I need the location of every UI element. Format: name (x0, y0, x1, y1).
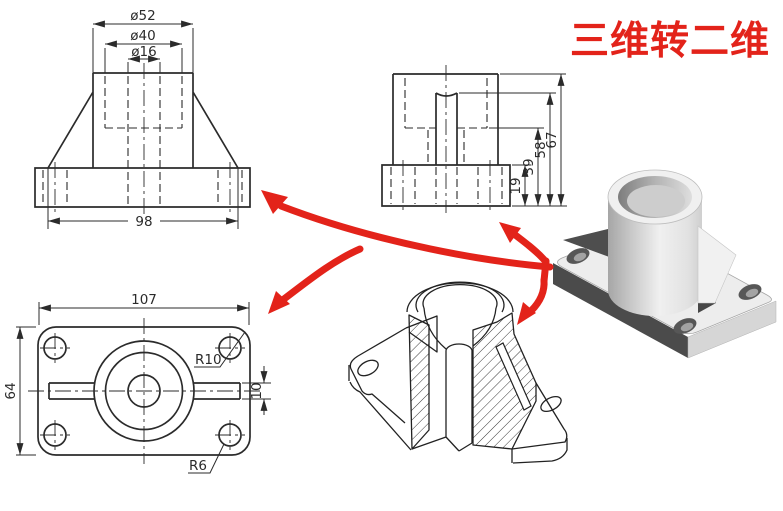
arrow-to-side-view-head (499, 222, 521, 243)
dim-text-98: 98 (135, 214, 152, 230)
dim-text-107: 107 (131, 292, 157, 308)
solid-isometric-view (553, 169, 777, 359)
cutaway-hole-right (540, 395, 562, 413)
arrow-to-front-view (277, 202, 554, 271)
solid-gusset-left-shadow (563, 228, 612, 258)
dim-text-r10: R10 (195, 352, 222, 368)
dim-text-dia16: ø16 (131, 44, 156, 60)
arrow-to-top-view-head (268, 291, 290, 314)
front-view: ø52 ø40 ø16 98 (34, 8, 251, 230)
cutaway-hole-left (357, 359, 379, 377)
arrow-to-side-view (506, 227, 550, 266)
dim-text-19: 19 (508, 177, 524, 194)
dim-text-10: 10 (249, 382, 265, 399)
solid-bore-floor (627, 185, 685, 217)
cutaway-gusset-edge (495, 342, 532, 411)
arrow-to-front-view-head (261, 190, 288, 214)
solid-plate-front-right-face (687, 300, 777, 359)
solid-bolt-holes (566, 248, 762, 334)
leader-r10 (194, 331, 246, 368)
top-view: 107 64 10 R10 R6 (3, 292, 271, 474)
dim-text-dia52: ø52 (130, 8, 155, 24)
arrow-to-cutaway-view (527, 276, 548, 315)
dim-text-r6: R6 (189, 458, 207, 474)
page-title: 三维转二维 (570, 19, 770, 64)
solid-gusset-right-face (697, 225, 737, 304)
dim-text-64: 64 (3, 382, 19, 399)
annotation-arrows (261, 190, 554, 325)
cutaway-section-right (472, 312, 537, 450)
solid-plate-front-left-face (553, 263, 688, 358)
solid-cylinder-body (608, 197, 702, 316)
arrow-to-cutaway-view-head (517, 302, 536, 325)
leader-r6 (188, 443, 225, 474)
cutaway-section-left (408, 314, 430, 450)
dim-text-dia40: ø40 (130, 28, 155, 44)
cutaway-isometric-view (348, 281, 568, 464)
arrow-to-top-view (276, 245, 364, 306)
dim-text-58: 58 (533, 141, 549, 158)
side-view: 19 39 58 67 (381, 65, 567, 213)
dim-text-39: 39 (521, 158, 537, 175)
dim-text-67: 67 (544, 131, 560, 148)
